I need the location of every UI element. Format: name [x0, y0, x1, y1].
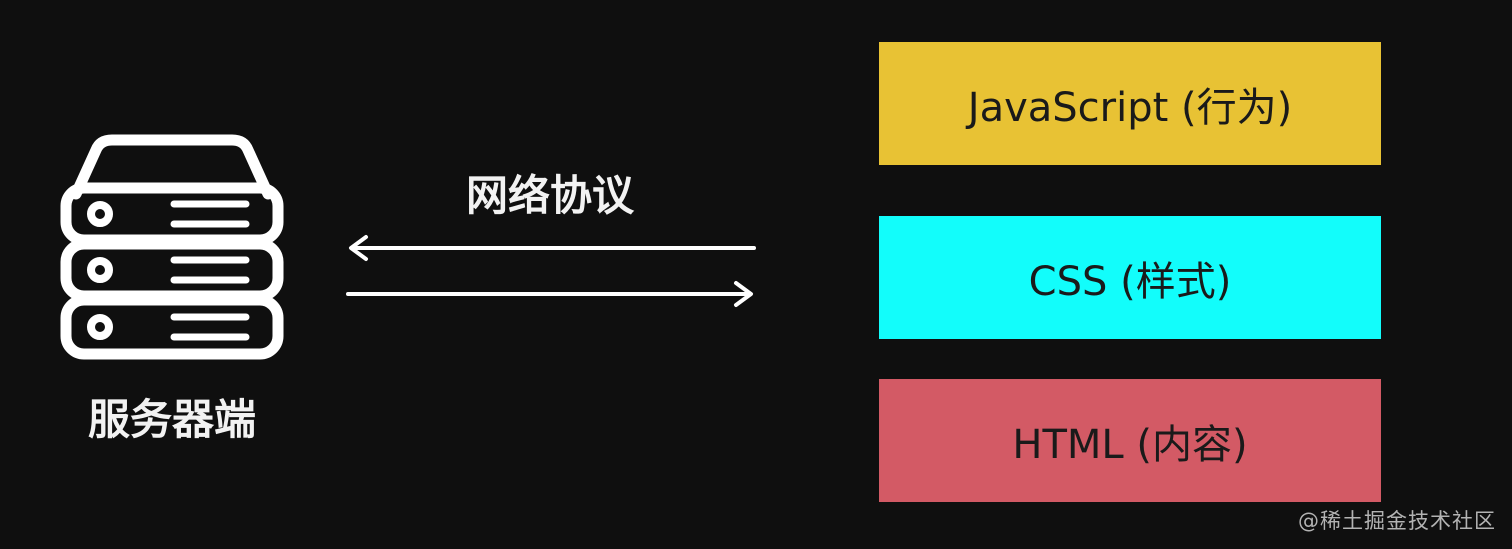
- arrow-right-icon: [346, 281, 753, 307]
- server-icon: [60, 134, 284, 360]
- layer-html-label: HTML (内容): [1012, 421, 1248, 468]
- watermark: @稀土掘金技术社区: [1298, 509, 1496, 533]
- layer-css-label: CSS (样式): [1028, 258, 1232, 305]
- layer-css: CSS (样式): [879, 216, 1381, 339]
- protocol-label: 网络协议: [465, 171, 634, 220]
- bidirectional-arrows: [346, 235, 756, 307]
- layer-javascript: JavaScript (行为): [879, 42, 1381, 165]
- server-label: 服务器端: [87, 395, 256, 444]
- arrow-left-icon: [349, 235, 756, 261]
- layer-html: HTML (内容): [879, 379, 1381, 502]
- layer-javascript-label: JavaScript (行为): [967, 84, 1293, 131]
